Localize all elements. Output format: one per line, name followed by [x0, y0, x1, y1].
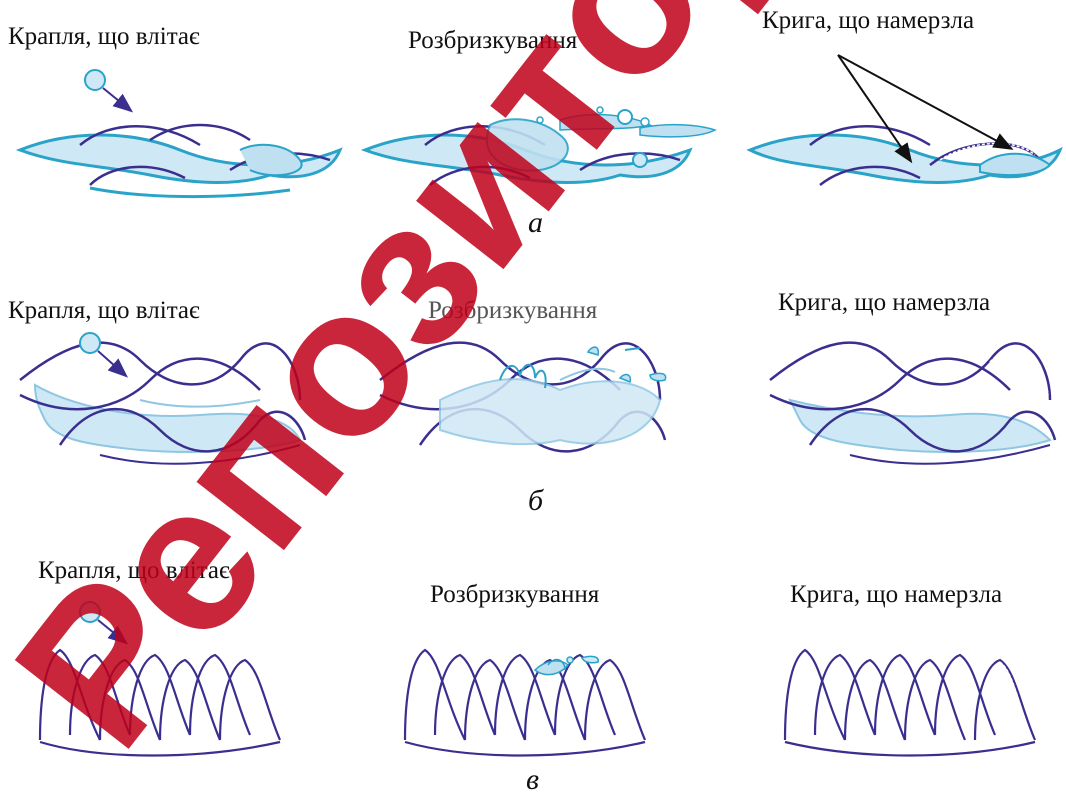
row-b-panel-2-splash	[379, 341, 667, 453]
row-a-ice-label: Крига, що намерзла	[762, 7, 975, 34]
drop-icon	[84, 69, 106, 91]
row-b-splash-label: Розбризкування	[428, 297, 598, 324]
row-b-panel-3-ice	[769, 341, 1057, 465]
woven-fabric-a1	[15, 123, 343, 199]
row-c-drop-label: Крапля, що влітає	[38, 557, 230, 584]
row-a-panel-3-ice	[746, 54, 1063, 186]
row-a-caption: а	[528, 206, 543, 239]
row-a-panel-1-drop	[15, 69, 343, 199]
row-b-drop-label: Крапля, що влітає	[8, 297, 200, 324]
drop-icon	[79, 601, 101, 623]
row-c-ice-label: Крига, що намерзла	[790, 581, 1003, 608]
drop-icon	[79, 332, 101, 354]
row-c-splash-label: Розбризкування	[430, 581, 600, 608]
row-c-panel-2-splash	[403, 648, 647, 757]
row-c-panel-1-drop	[38, 601, 282, 757]
row-c-panel-3-ice	[783, 648, 1037, 757]
row-c-caption: в	[526, 763, 540, 796]
row-a-drop-label: Крапля, що влітає	[8, 23, 200, 50]
row-b-ice-label: Крига, що намерзла	[778, 289, 991, 316]
row-b-caption: б	[528, 484, 544, 517]
row-a-panel-2-splash	[360, 106, 717, 186]
row-a-splash-label: Розбризкування	[408, 27, 578, 54]
row-b-panel-1-drop	[19, 332, 307, 465]
